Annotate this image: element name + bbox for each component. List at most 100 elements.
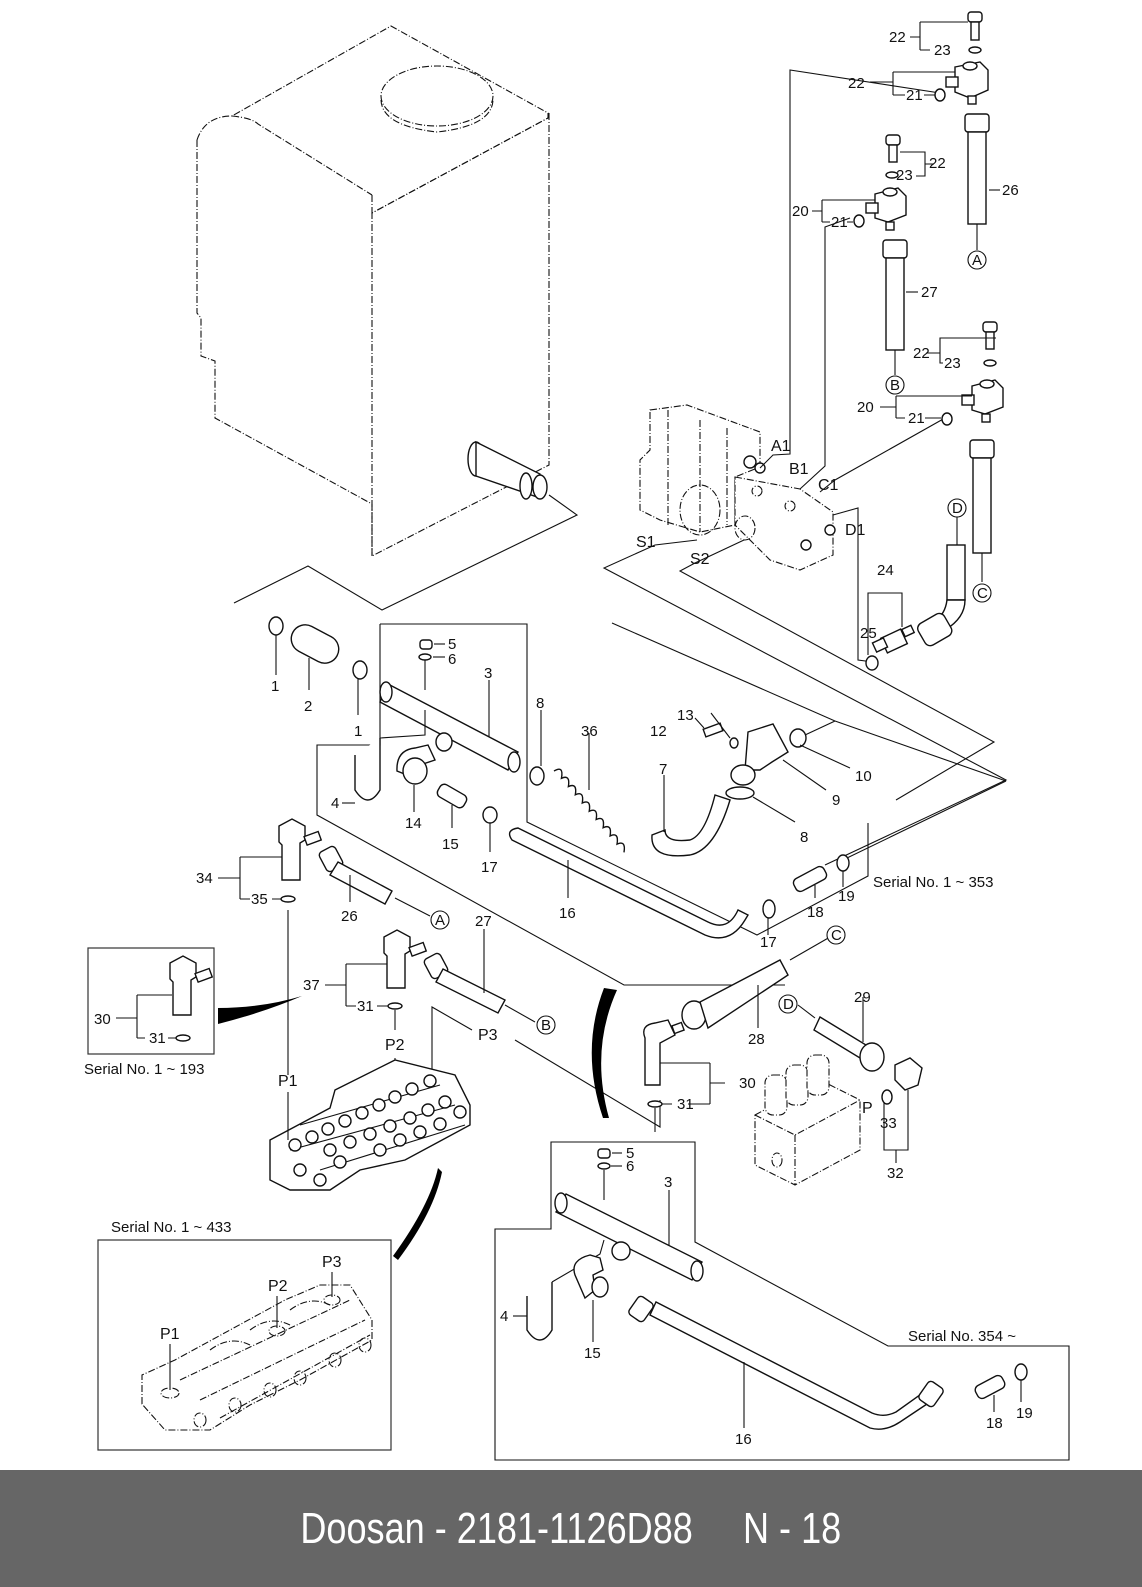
svg-text:D: D	[783, 996, 794, 1013]
connector-a-bottom: A	[430, 910, 450, 930]
serial-note-354: Serial No. 354 ~	[908, 1328, 1016, 1345]
callout-18: 18	[986, 1415, 1003, 1432]
svg-text:B: B	[890, 377, 900, 394]
callout-33: 33	[880, 1115, 897, 1132]
connector-c-bottom: C	[826, 925, 846, 945]
svg-text:C: C	[831, 927, 842, 944]
callout-14: 14	[405, 815, 422, 832]
callout-31: 31	[149, 1030, 166, 1047]
callout-3: 3	[664, 1174, 672, 1191]
port-p1-label: P1	[278, 1073, 298, 1090]
serial-note-1-433: Serial No. 1 ~ 433	[111, 1219, 232, 1236]
callout-31: 31	[357, 998, 374, 1015]
inset-port-p3-label: P3	[322, 1254, 342, 1271]
callout-20: 20	[792, 203, 809, 220]
callout-16: 16	[559, 905, 576, 922]
pilot-lines-right	[591, 936, 923, 1186]
inset-port-p1-label: P1	[160, 1326, 180, 1343]
port-a1-label: A1	[771, 438, 791, 455]
connector-b-top: B	[885, 375, 905, 395]
port-d1-label: D1	[845, 522, 866, 539]
callout-29: 29	[854, 989, 871, 1006]
callout-5: 5	[448, 636, 456, 653]
callout-37: 37	[303, 977, 320, 994]
port-s2-label: S2	[690, 551, 710, 568]
callout-1: 1	[271, 678, 279, 695]
callout-23: 23	[944, 355, 961, 372]
inset-port-p2-label: P2	[268, 1278, 288, 1295]
footer-part-number: Doosan - 2181-1126D88 N - 18	[300, 1503, 842, 1553]
connector-d-bottom: D	[778, 994, 798, 1014]
callout-28: 28	[748, 1031, 765, 1048]
callout-4: 4	[331, 795, 339, 812]
connector-a-top: A	[967, 250, 987, 270]
callout-24: 24	[877, 562, 894, 579]
svg-text:A: A	[435, 912, 445, 929]
port-p3-label: P3	[478, 1027, 498, 1044]
callout-12: 12	[650, 723, 667, 740]
parts-diagram: A1 B1 C1 D1 S1 S2	[84, 11, 1070, 1461]
pressure-fittings-left	[87, 818, 661, 1128]
svg-text:A: A	[972, 252, 982, 269]
callout-15: 15	[584, 1345, 601, 1362]
callout-1: 1	[354, 723, 362, 740]
port-p-label: P	[862, 1100, 873, 1117]
fittings-top-right	[853, 11, 1004, 671]
callout-21: 21	[908, 410, 925, 427]
hydraulic-pump	[602, 69, 1008, 866]
main-control-valve	[269, 1059, 471, 1260]
callout-30: 30	[739, 1075, 756, 1092]
hydraulic-tank	[196, 25, 579, 611]
serial-note-1-353: Serial No. 1 ~ 353	[873, 874, 994, 891]
leader-lines-top-right	[812, 21, 1000, 655]
callout-15: 15	[442, 836, 459, 853]
callout-2: 2	[304, 698, 312, 715]
callout-27: 27	[475, 913, 492, 930]
inset-valve-box	[97, 1239, 392, 1451]
port-p2-label: P2	[385, 1037, 405, 1054]
svg-text:D: D	[952, 500, 963, 517]
callout-3: 3	[484, 665, 492, 682]
callout-6: 6	[448, 651, 456, 668]
svg-text:B: B	[541, 1017, 551, 1034]
callout-17: 17	[760, 934, 777, 951]
callout-22: 22	[848, 75, 865, 92]
callout-20: 20	[857, 399, 874, 416]
port-c1-label: C1	[818, 477, 839, 494]
callout-27: 27	[921, 284, 938, 301]
callout-23: 23	[896, 167, 913, 184]
inset-control-valve	[141, 1272, 373, 1431]
port-b1-label: B1	[789, 461, 809, 478]
callout-26: 26	[341, 908, 358, 925]
callout-7: 7	[659, 761, 667, 778]
callout-16: 16	[735, 1431, 752, 1448]
callout-10: 10	[855, 768, 872, 785]
callout-25: 25	[860, 625, 877, 642]
callout-34: 34	[196, 870, 213, 887]
footer-bar: Doosan - 2181-1126D88 N - 18	[0, 1470, 1142, 1587]
callout-22: 22	[929, 155, 946, 172]
callout-6: 6	[626, 1158, 634, 1175]
callout-36: 36	[581, 723, 598, 740]
callout-22: 22	[889, 29, 906, 46]
connector-c-top: C	[972, 583, 992, 603]
callout-32: 32	[887, 1165, 904, 1182]
callout-21: 21	[831, 214, 848, 231]
callout-18: 18	[807, 904, 824, 921]
connector-b-bottom: B	[536, 1015, 556, 1035]
callout-23: 23	[934, 42, 951, 59]
callout-22: 22	[913, 345, 930, 362]
callout-30: 30	[94, 1011, 111, 1028]
callout-5: 5	[626, 1145, 634, 1162]
callout-4: 4	[500, 1308, 508, 1325]
connector-d-top: D	[947, 498, 967, 518]
callout-17: 17	[481, 859, 498, 876]
callout-19: 19	[1016, 1405, 1033, 1422]
callout-31: 31	[677, 1096, 694, 1113]
suction-assembly-354	[494, 1141, 1070, 1461]
svg-text:C: C	[977, 585, 988, 602]
callout-26: 26	[1002, 182, 1019, 199]
callout-19: 19	[838, 888, 855, 905]
callout-35: 35	[251, 891, 268, 908]
port-s1-label: S1	[636, 534, 656, 551]
